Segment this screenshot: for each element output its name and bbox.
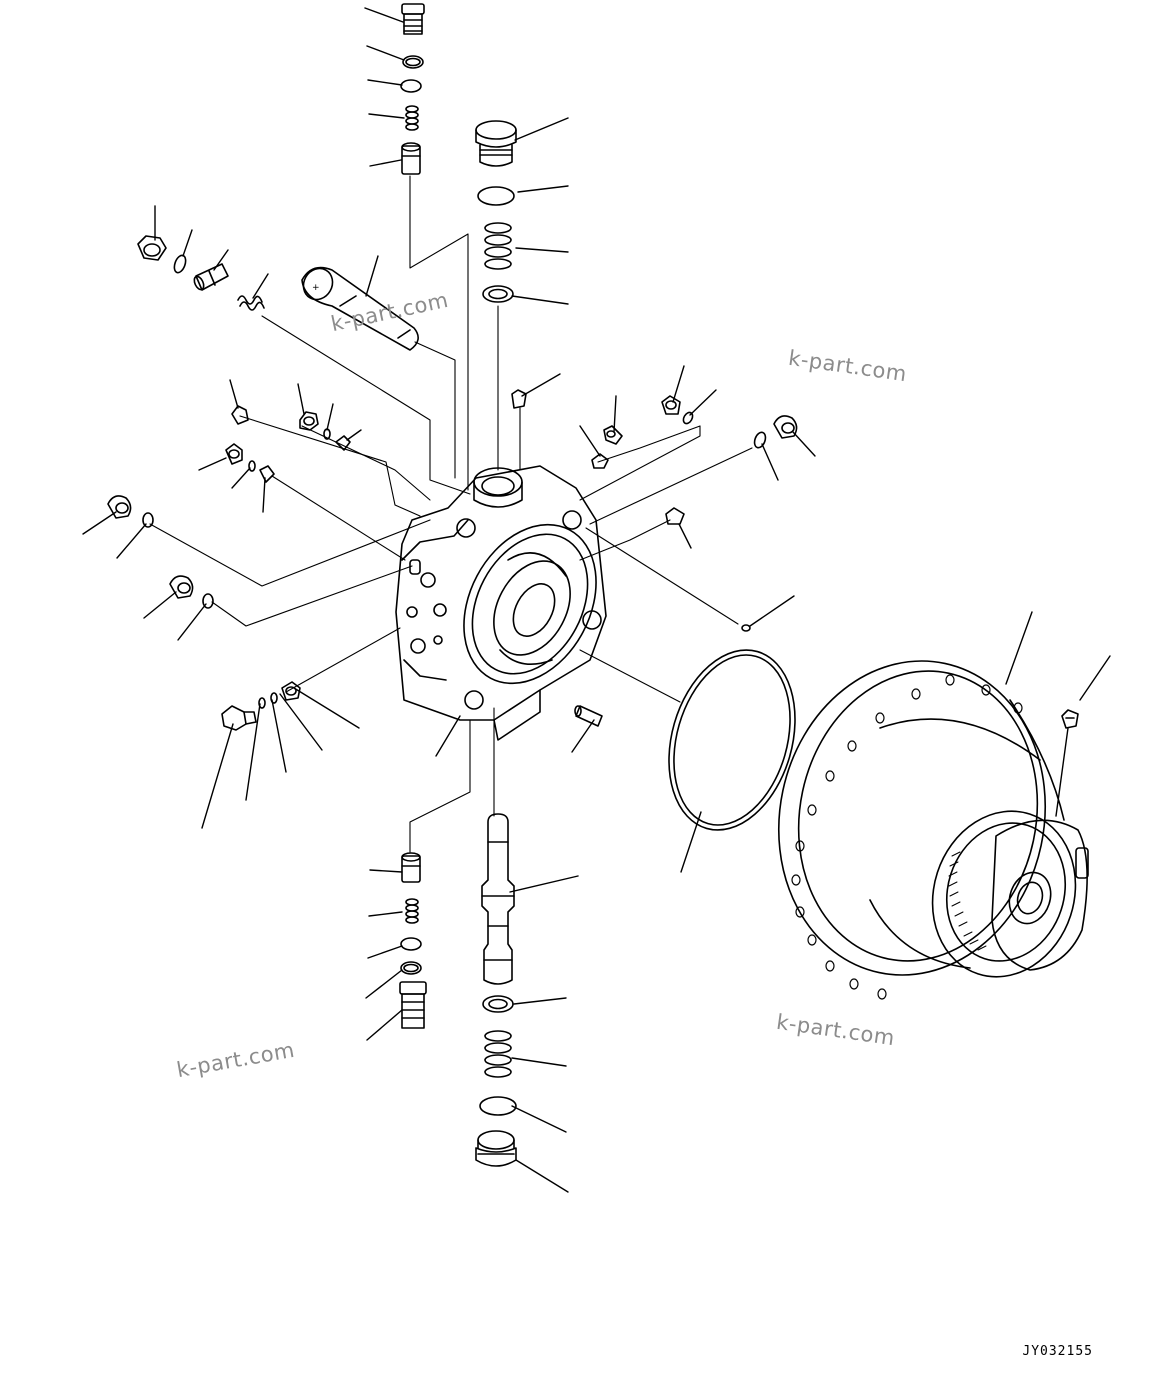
lower-left-plug-stack xyxy=(399,852,427,1029)
sleeve-a xyxy=(193,263,229,291)
fitting-f xyxy=(603,425,623,445)
o-ring-c xyxy=(248,460,256,472)
o-ring-l2 xyxy=(270,692,278,704)
svg-text:+: + xyxy=(312,283,320,293)
o-ring-l1 xyxy=(258,697,266,709)
plug-g xyxy=(591,453,609,469)
valve-spool-bottom xyxy=(401,852,421,883)
valve-spool-top xyxy=(401,142,421,175)
large-plug-top xyxy=(475,120,517,167)
right-small-parts xyxy=(511,389,798,632)
o-ring-d xyxy=(142,512,154,528)
o-ring-e xyxy=(202,593,214,609)
leader-lines xyxy=(82,7,1111,1193)
large-plug-bottom xyxy=(475,1130,517,1167)
upper-left-plug-stack xyxy=(400,3,425,175)
spring-lower xyxy=(484,1030,512,1078)
lower-right-spool-stack xyxy=(475,813,517,1167)
large-o-ring xyxy=(668,649,796,831)
plug-c xyxy=(335,435,351,451)
o-ring-bottom xyxy=(400,937,422,951)
washer-upper xyxy=(482,285,514,303)
plug-b xyxy=(231,405,249,425)
hex-plug-bottom xyxy=(399,981,427,1029)
main-spool xyxy=(481,813,515,985)
plug-h xyxy=(665,507,685,525)
o-ring-b xyxy=(323,428,331,440)
travel-motor xyxy=(777,660,1089,1000)
o-ring-g xyxy=(682,411,694,425)
drawing-code: JY032155 xyxy=(1022,1344,1093,1359)
o-ring-lower xyxy=(479,1096,517,1116)
spring-bottom xyxy=(405,898,419,924)
fitting-g xyxy=(661,395,681,415)
backup-ring-bottom xyxy=(400,961,422,975)
o-ring-top xyxy=(400,79,422,93)
fitting-lower xyxy=(281,681,301,701)
fitting-c xyxy=(225,443,243,465)
motor-plug xyxy=(1061,709,1079,729)
washer-lower xyxy=(482,995,514,1013)
o-ring-upper xyxy=(477,186,515,206)
spring-upper xyxy=(484,222,512,270)
plug-lower xyxy=(221,705,257,731)
fitting-d xyxy=(107,495,132,519)
lower-left-fittings xyxy=(221,681,301,731)
flange-bolt-holes xyxy=(791,674,1023,1000)
o-ring-a xyxy=(173,254,187,274)
plug-d xyxy=(259,465,275,483)
dowel-pin xyxy=(574,705,603,727)
upper-left-cluster: + xyxy=(137,235,419,351)
piston-rod: + xyxy=(301,266,419,351)
spring-a xyxy=(237,295,265,311)
fitting-e xyxy=(169,575,194,599)
small-seal-h xyxy=(741,624,751,632)
middle-left-cluster xyxy=(107,405,351,609)
o-ring-h xyxy=(753,431,767,449)
spline-teeth xyxy=(948,851,987,951)
plug-fitting-a xyxy=(137,235,167,261)
assembly-lines xyxy=(149,175,753,853)
spring-top xyxy=(405,105,419,131)
upper-right-plug-stack xyxy=(475,120,517,303)
fitting-h xyxy=(773,415,798,439)
backup-ring-top xyxy=(402,55,424,69)
hex-plug-top xyxy=(401,3,425,35)
valve-housing xyxy=(395,465,607,741)
fitting-b xyxy=(299,411,319,431)
plug-f xyxy=(511,389,527,409)
